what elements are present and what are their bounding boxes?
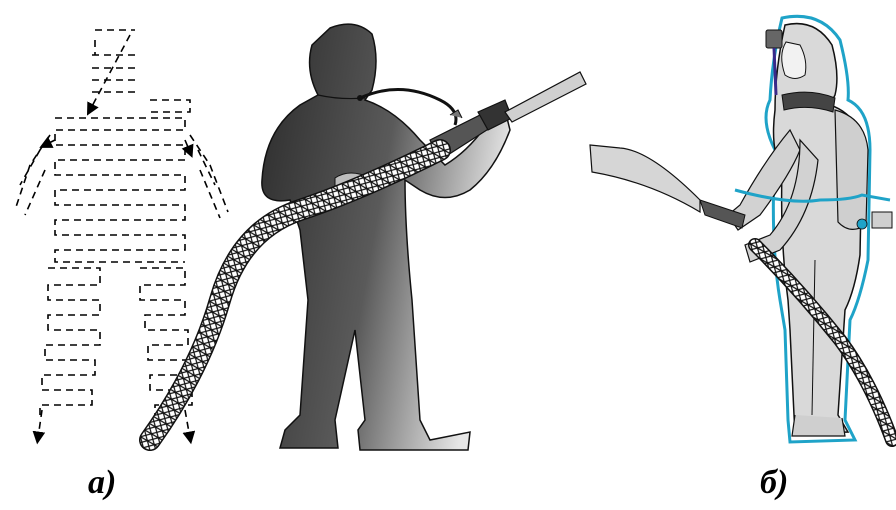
worker-hood-spray-icon: [150, 24, 586, 450]
panel-b-caption: б): [760, 466, 788, 500]
pressurized-suit-worker-icon: [590, 16, 892, 442]
panel-a-caption: а): [88, 466, 116, 500]
